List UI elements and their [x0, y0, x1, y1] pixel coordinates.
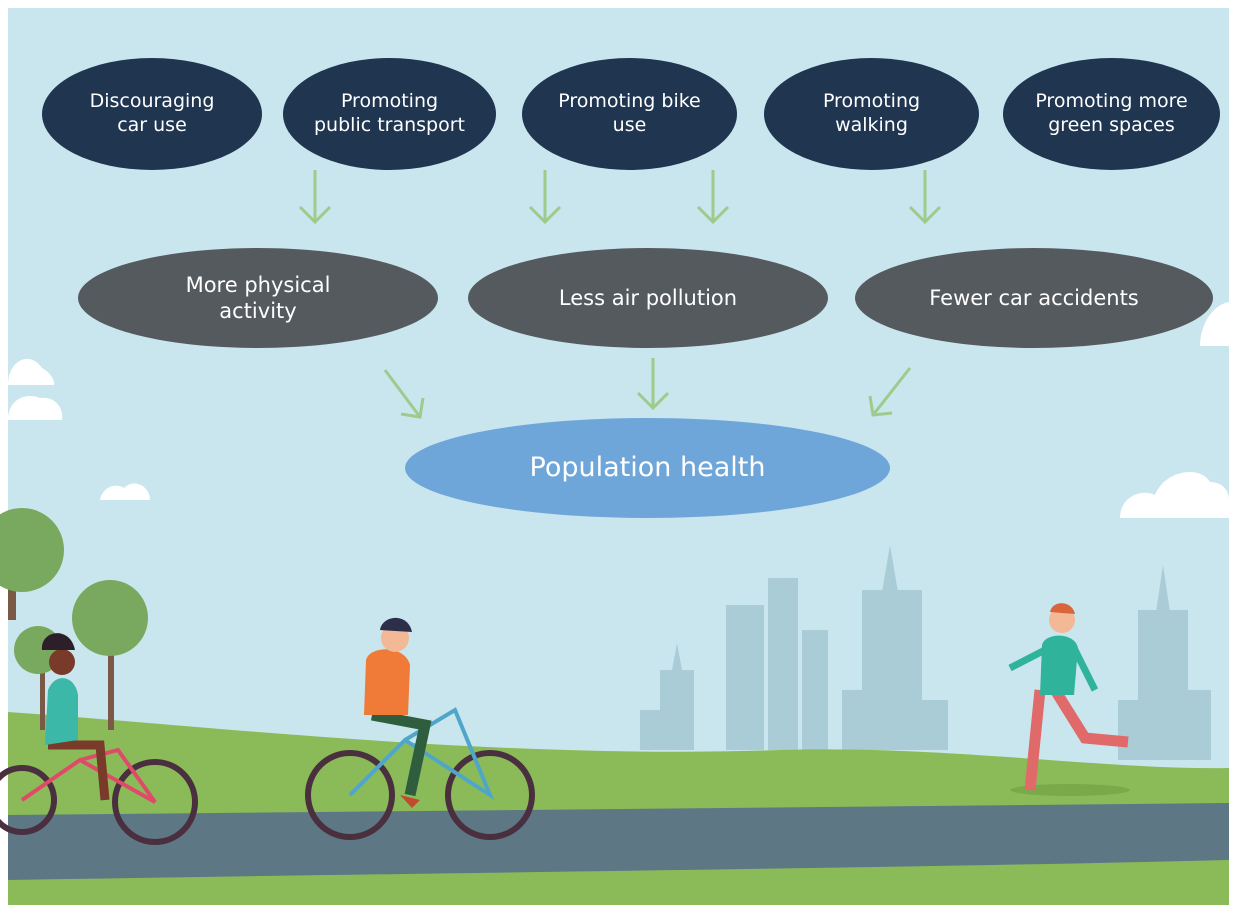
node-label: Fewer car accidents: [929, 285, 1139, 310]
cyclist-woman: [0, 633, 198, 845]
clouds: [8, 302, 1229, 518]
node-discouraging-car-use: Discouraging car use: [42, 58, 262, 170]
arrow-transport-to-activity: [298, 170, 332, 225]
runner: [1008, 603, 1130, 796]
building: [1138, 610, 1188, 760]
building: [768, 578, 798, 750]
arrow-accidents-to-health: [868, 367, 912, 417]
node-label: Population health: [529, 452, 766, 484]
arrow-pollution-to-health: [636, 358, 670, 411]
arrow-walk-to-accidents: [908, 170, 942, 225]
cloud-right-1: [1200, 302, 1229, 346]
node-population-health: Population health: [405, 418, 890, 518]
building: [862, 590, 922, 750]
cloud-right-2: [1120, 472, 1229, 518]
node-more-physical-activity: More physical activity: [78, 248, 438, 348]
building: [802, 630, 828, 750]
node-label: Promoting bike use: [558, 90, 701, 136]
node-label: Discouraging car use: [89, 90, 215, 136]
building: [842, 690, 866, 750]
cloud-left-2: [8, 396, 63, 420]
cloud-small: [100, 483, 150, 500]
building: [726, 605, 764, 750]
node-promoting-bike-use: Promoting bike use: [522, 58, 737, 170]
node-promoting-green-spaces: Promoting more green spaces: [1003, 58, 1220, 170]
arrows: [298, 170, 942, 419]
node-promoting-walking: Promoting walking: [764, 58, 979, 170]
node-label: More physical activity: [185, 272, 331, 323]
spire: [882, 545, 898, 592]
node-label: Promoting walking: [822, 90, 921, 136]
cloud-left-1: [8, 358, 55, 385]
arrow-bike-to-activity: [528, 170, 562, 225]
building: [640, 710, 662, 750]
cyclist-man: [305, 617, 535, 840]
building: [1185, 690, 1211, 760]
city-skyline: [640, 545, 1211, 760]
node-label: Promoting more green spaces: [1035, 90, 1188, 136]
spire: [1156, 565, 1170, 612]
building: [1118, 700, 1142, 760]
node-label: Promoting public transport: [314, 90, 465, 136]
node-promoting-public-transport: Promoting public transport: [283, 58, 496, 170]
node-less-air-pollution: Less air pollution: [468, 248, 828, 348]
walking-path: [8, 803, 1229, 880]
arrow-bike-to-pollution: [696, 170, 730, 225]
node-fewer-car-accidents: Fewer car accidents: [855, 248, 1213, 348]
node-label: Less air pollution: [558, 285, 738, 310]
building: [920, 700, 948, 750]
arrow-activity-to-health: [383, 369, 425, 419]
building: [660, 670, 694, 750]
spire: [672, 643, 682, 670]
